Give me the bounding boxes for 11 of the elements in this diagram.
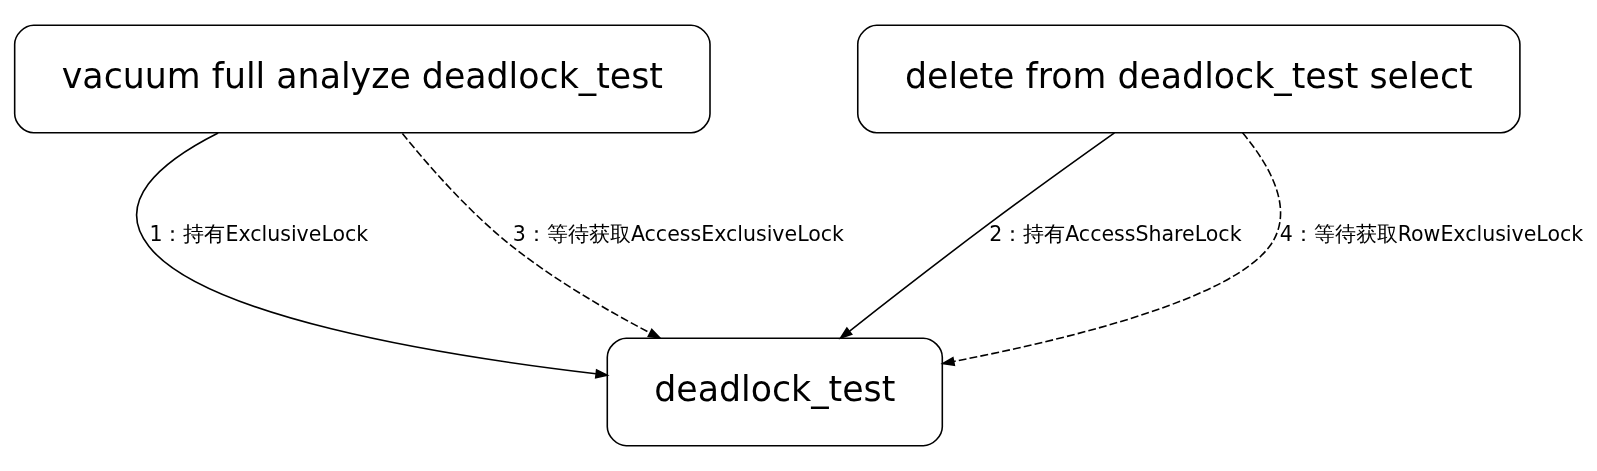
arrow [135, 132, 610, 379]
node-box: deadlock_test [606, 337, 944, 447]
arrow [401, 132, 662, 340]
edge-label: 3：等待获取AccessExclusiveLock [512, 221, 844, 246]
arrow [838, 132, 1116, 340]
node-box: vacuum full analyze deadlock_test [13, 24, 711, 134]
edge-label: 4：等待获取RowExclusiveLock [1279, 221, 1584, 246]
edge-label: 1：持有ExclusiveLock [149, 221, 369, 246]
arrow [940, 132, 1282, 367]
node-box: delete from deadlock_test select [856, 24, 1521, 134]
edge-label: 2：持有AccessShareLock [989, 221, 1242, 246]
